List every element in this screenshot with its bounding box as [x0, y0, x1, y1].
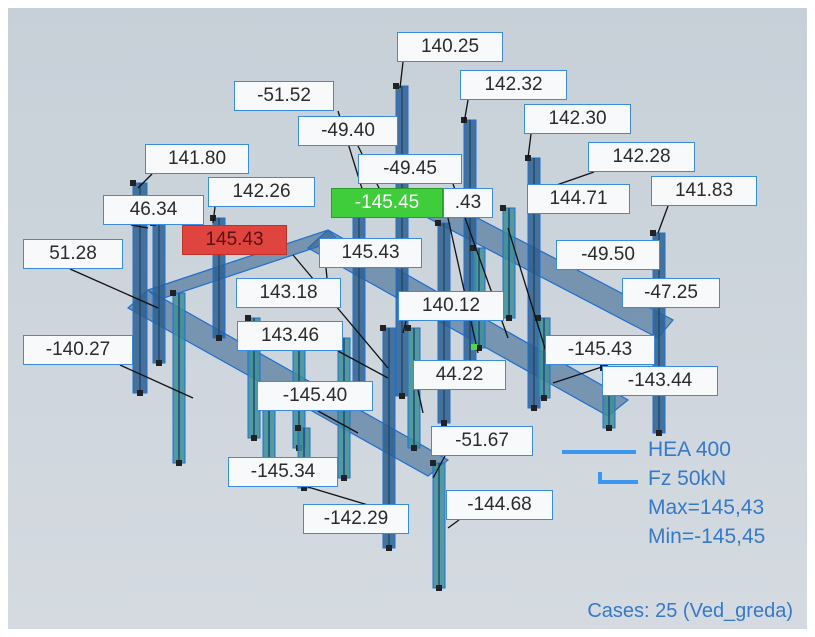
value-label[interactable]: -142.29 — [303, 504, 409, 534]
force-bracket-icon — [598, 472, 638, 484]
member-node — [535, 315, 541, 321]
value-label[interactable]: 142.26 — [208, 177, 315, 207]
leader-line — [292, 254, 389, 369]
value-label[interactable]: 141.83 — [651, 176, 757, 206]
load-case-indicator[interactable]: Cases: 25 (Ved_greda) — [587, 600, 793, 622]
member-node — [156, 360, 162, 366]
leader-line — [447, 519, 460, 529]
leader-line — [463, 99, 469, 124]
leader-line — [119, 364, 194, 399]
viewport-3d[interactable]: 140.25 -51.52 142.32 -49.40 142.30 141.8… — [8, 8, 807, 629]
leader-line — [402, 320, 407, 334]
value-label[interactable]: .43 — [443, 188, 493, 218]
leader-line — [337, 350, 389, 379]
leader-line — [212, 206, 216, 224]
legend-min: Min=-145,45 — [648, 525, 766, 548]
value-label[interactable]: -51.52 — [234, 81, 334, 111]
member-node — [606, 425, 612, 431]
member-node — [541, 395, 547, 401]
member-node — [380, 325, 386, 331]
value-label[interactable]: 143.46 — [237, 321, 343, 351]
value-label[interactable]: 142.30 — [524, 104, 631, 134]
member-node — [470, 245, 476, 251]
min-value-label[interactable]: -145.45 — [331, 188, 443, 218]
value-label[interactable]: -145.40 — [257, 381, 373, 411]
member-node — [251, 435, 257, 441]
member-node — [245, 315, 251, 321]
value-label[interactable]: 142.32 — [460, 70, 567, 100]
leader-line — [399, 61, 404, 89]
value-label[interactable]: -49.45 — [358, 154, 462, 184]
value-label[interactable]: 140.25 — [397, 32, 503, 62]
value-label[interactable]: 46.34 — [103, 195, 204, 225]
member-node — [386, 545, 392, 551]
value-label[interactable]: 142.28 — [588, 142, 695, 172]
legend-swatches — [562, 450, 638, 484]
value-label[interactable]: -144.68 — [446, 490, 553, 520]
member-node — [531, 405, 537, 411]
value-label[interactable]: -51.67 — [431, 426, 533, 456]
value-label[interactable]: 141.80 — [145, 144, 249, 174]
member-node — [137, 390, 143, 396]
member-node — [399, 393, 405, 399]
member-node — [295, 425, 301, 431]
member-node — [476, 345, 482, 351]
min-node-marker — [471, 344, 477, 350]
value-label[interactable]: 145.43 — [319, 238, 422, 268]
value-label[interactable]: -49.50 — [556, 240, 660, 270]
value-label[interactable]: 44.22 — [413, 360, 506, 390]
leader-line — [527, 133, 532, 159]
leader-line — [507, 227, 549, 359]
leader-line — [317, 410, 359, 434]
legend-section: HEA 400 — [648, 438, 731, 461]
leader-line — [657, 205, 669, 234]
member-node — [436, 585, 442, 591]
member-node — [170, 290, 176, 296]
value-label[interactable]: 51.28 — [23, 239, 123, 269]
leader-line — [417, 389, 424, 414]
value-label[interactable]: -145.34 — [228, 457, 338, 487]
legend-force: Fz 50kN — [648, 467, 727, 490]
value-label[interactable]: -140.27 — [23, 335, 133, 365]
member-node — [500, 205, 506, 211]
leader-line — [432, 455, 446, 479]
value-label[interactable]: -49.40 — [298, 116, 398, 146]
member-node — [216, 335, 222, 341]
member-node — [301, 485, 307, 491]
member-node — [656, 430, 662, 436]
member-node — [430, 460, 436, 466]
member-node — [341, 475, 347, 481]
member-node — [650, 230, 656, 236]
member-node — [176, 460, 182, 466]
member-node — [435, 220, 441, 226]
value-label[interactable]: -47.25 — [622, 278, 720, 308]
leader-line — [130, 224, 149, 229]
member-node — [405, 325, 411, 331]
member-node — [393, 83, 399, 89]
leader-line — [137, 173, 153, 189]
leader-line — [552, 364, 609, 384]
member-node — [130, 180, 136, 186]
value-label[interactable]: 143.18 — [236, 278, 341, 308]
member-node — [441, 420, 447, 426]
value-label[interactable]: 140.12 — [398, 291, 504, 321]
leader-line — [447, 217, 479, 354]
value-label[interactable]: -143.44 — [602, 366, 718, 396]
leader-line — [69, 268, 159, 309]
value-label[interactable]: 144.71 — [527, 184, 630, 214]
member-node — [411, 445, 417, 451]
legend: HEA 400 Fz 50kN Max=145,43 Min=-145,45 — [558, 436, 798, 566]
legend-max: Max=145,43 — [648, 496, 765, 519]
member-node — [506, 315, 512, 321]
value-label[interactable]: -145.43 — [545, 335, 655, 365]
max-value-label[interactable]: 145.43 — [182, 225, 287, 255]
